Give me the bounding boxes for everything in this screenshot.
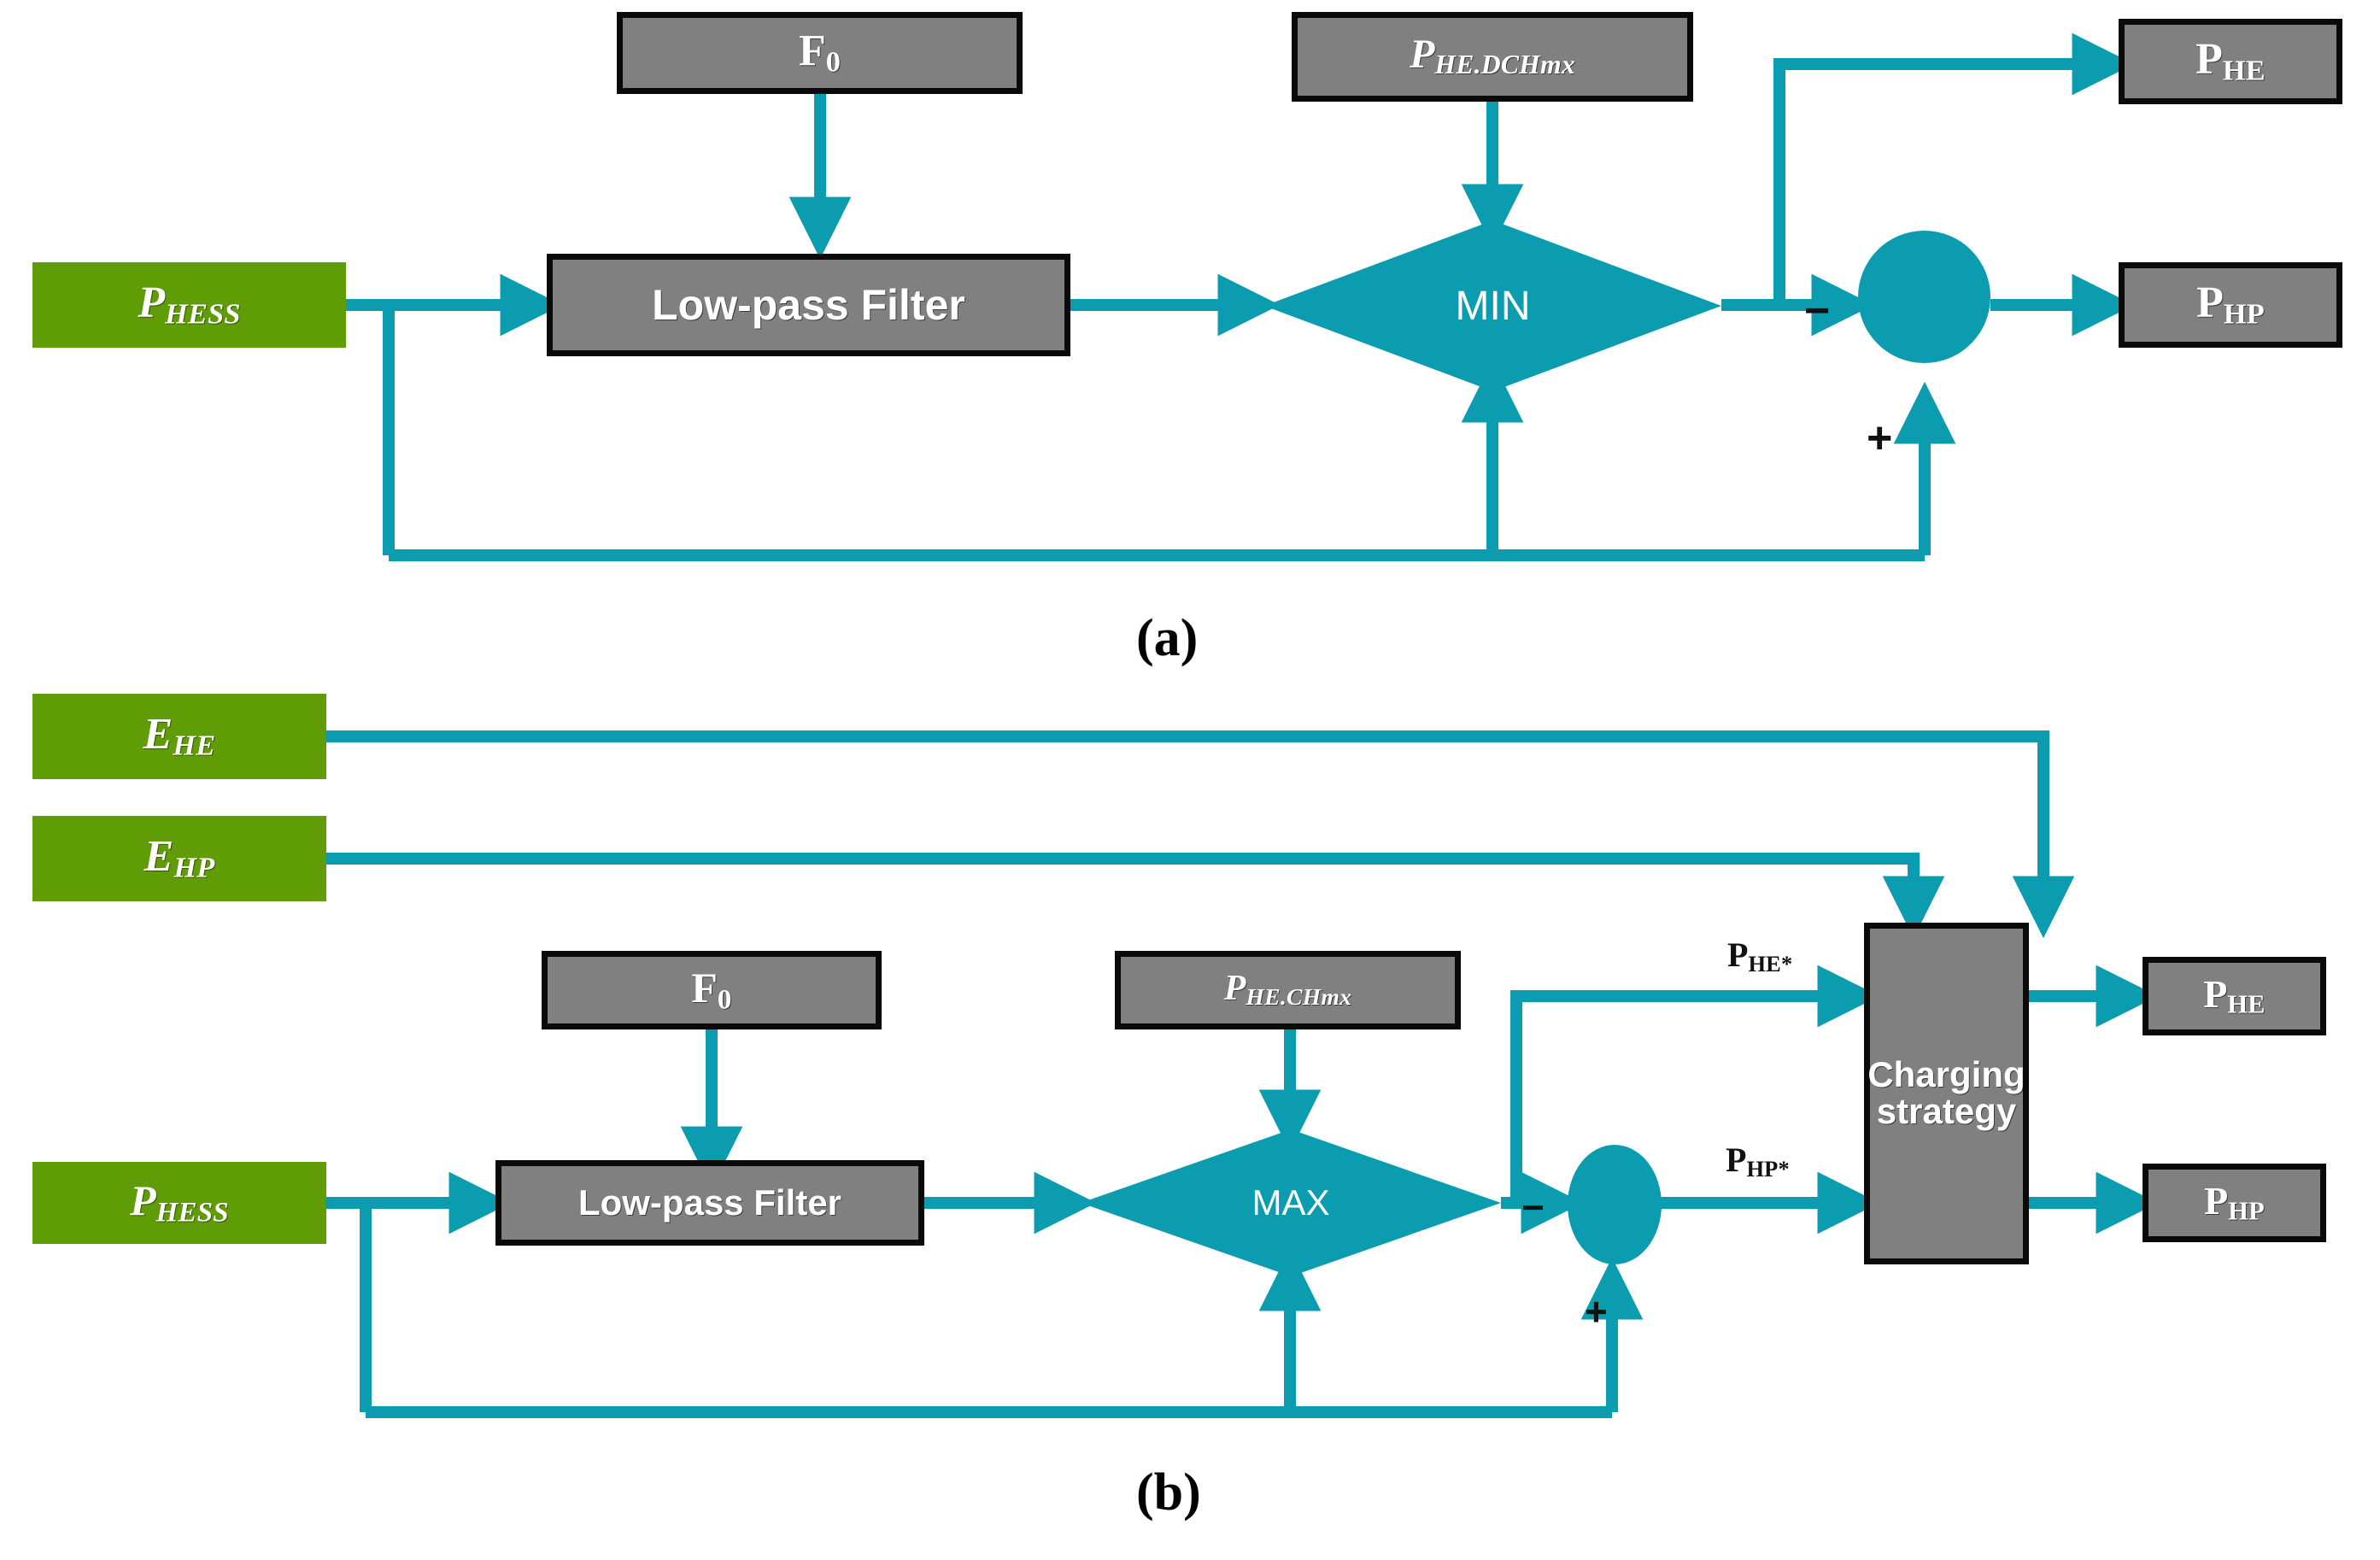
panel-b-charging-strategy-block: Charging strategy: [1864, 923, 2029, 1264]
panel-b-source-block: PHESS: [32, 1162, 326, 1244]
panel-a-summation-node: [1858, 231, 1990, 363]
panel-a-source-block: PHESS: [32, 262, 346, 348]
panel-a-plus-sign: +: [1867, 413, 1893, 463]
panel-b-output-he-block: PHE: [2143, 957, 2326, 1035]
panel-a-minus-sign: −: [1804, 286, 1831, 336]
panel-b-caption: (b): [1136, 1463, 1201, 1522]
panel-b-summation-node: [1568, 1145, 1662, 1264]
panel-b-max-selector: MAX: [1081, 1129, 1501, 1276]
panel-b-energy-he-block: EHE: [32, 694, 326, 779]
panel-b-minus-sign: −: [1521, 1185, 1545, 1229]
panel-b-signal-hp-star-label: PHP*: [1726, 1141, 1790, 1182]
panel-b-output-hp-block: PHP: [2143, 1164, 2326, 1242]
panel-b-signal-he-star-label: PHE*: [1727, 935, 1793, 976]
panel-a-output-he-block: PHE: [2119, 19, 2342, 104]
panel-b-plus-sign: +: [1585, 1289, 1608, 1334]
panel-b-charge-limit-block: PHE.CHmx: [1115, 951, 1461, 1029]
panel-b-energy-hp-block: EHP: [32, 816, 326, 901]
panel-a-lowpass-filter-block: Low-pass Filter: [547, 254, 1070, 356]
panel-a-output-hp-block: PHP: [2119, 262, 2342, 348]
panel-a-caption: (a): [1136, 609, 1199, 667]
panel-a-min-selector: MIN: [1264, 220, 1721, 391]
panel-a-cutoff-block: F0: [617, 12, 1023, 94]
panel-b-lowpass-filter-block: Low-pass Filter: [495, 1160, 924, 1246]
panel-b-cutoff-block: F0: [542, 951, 882, 1029]
panel-a-discharge-limit-block: PHE.DCHmx: [1292, 12, 1693, 102]
